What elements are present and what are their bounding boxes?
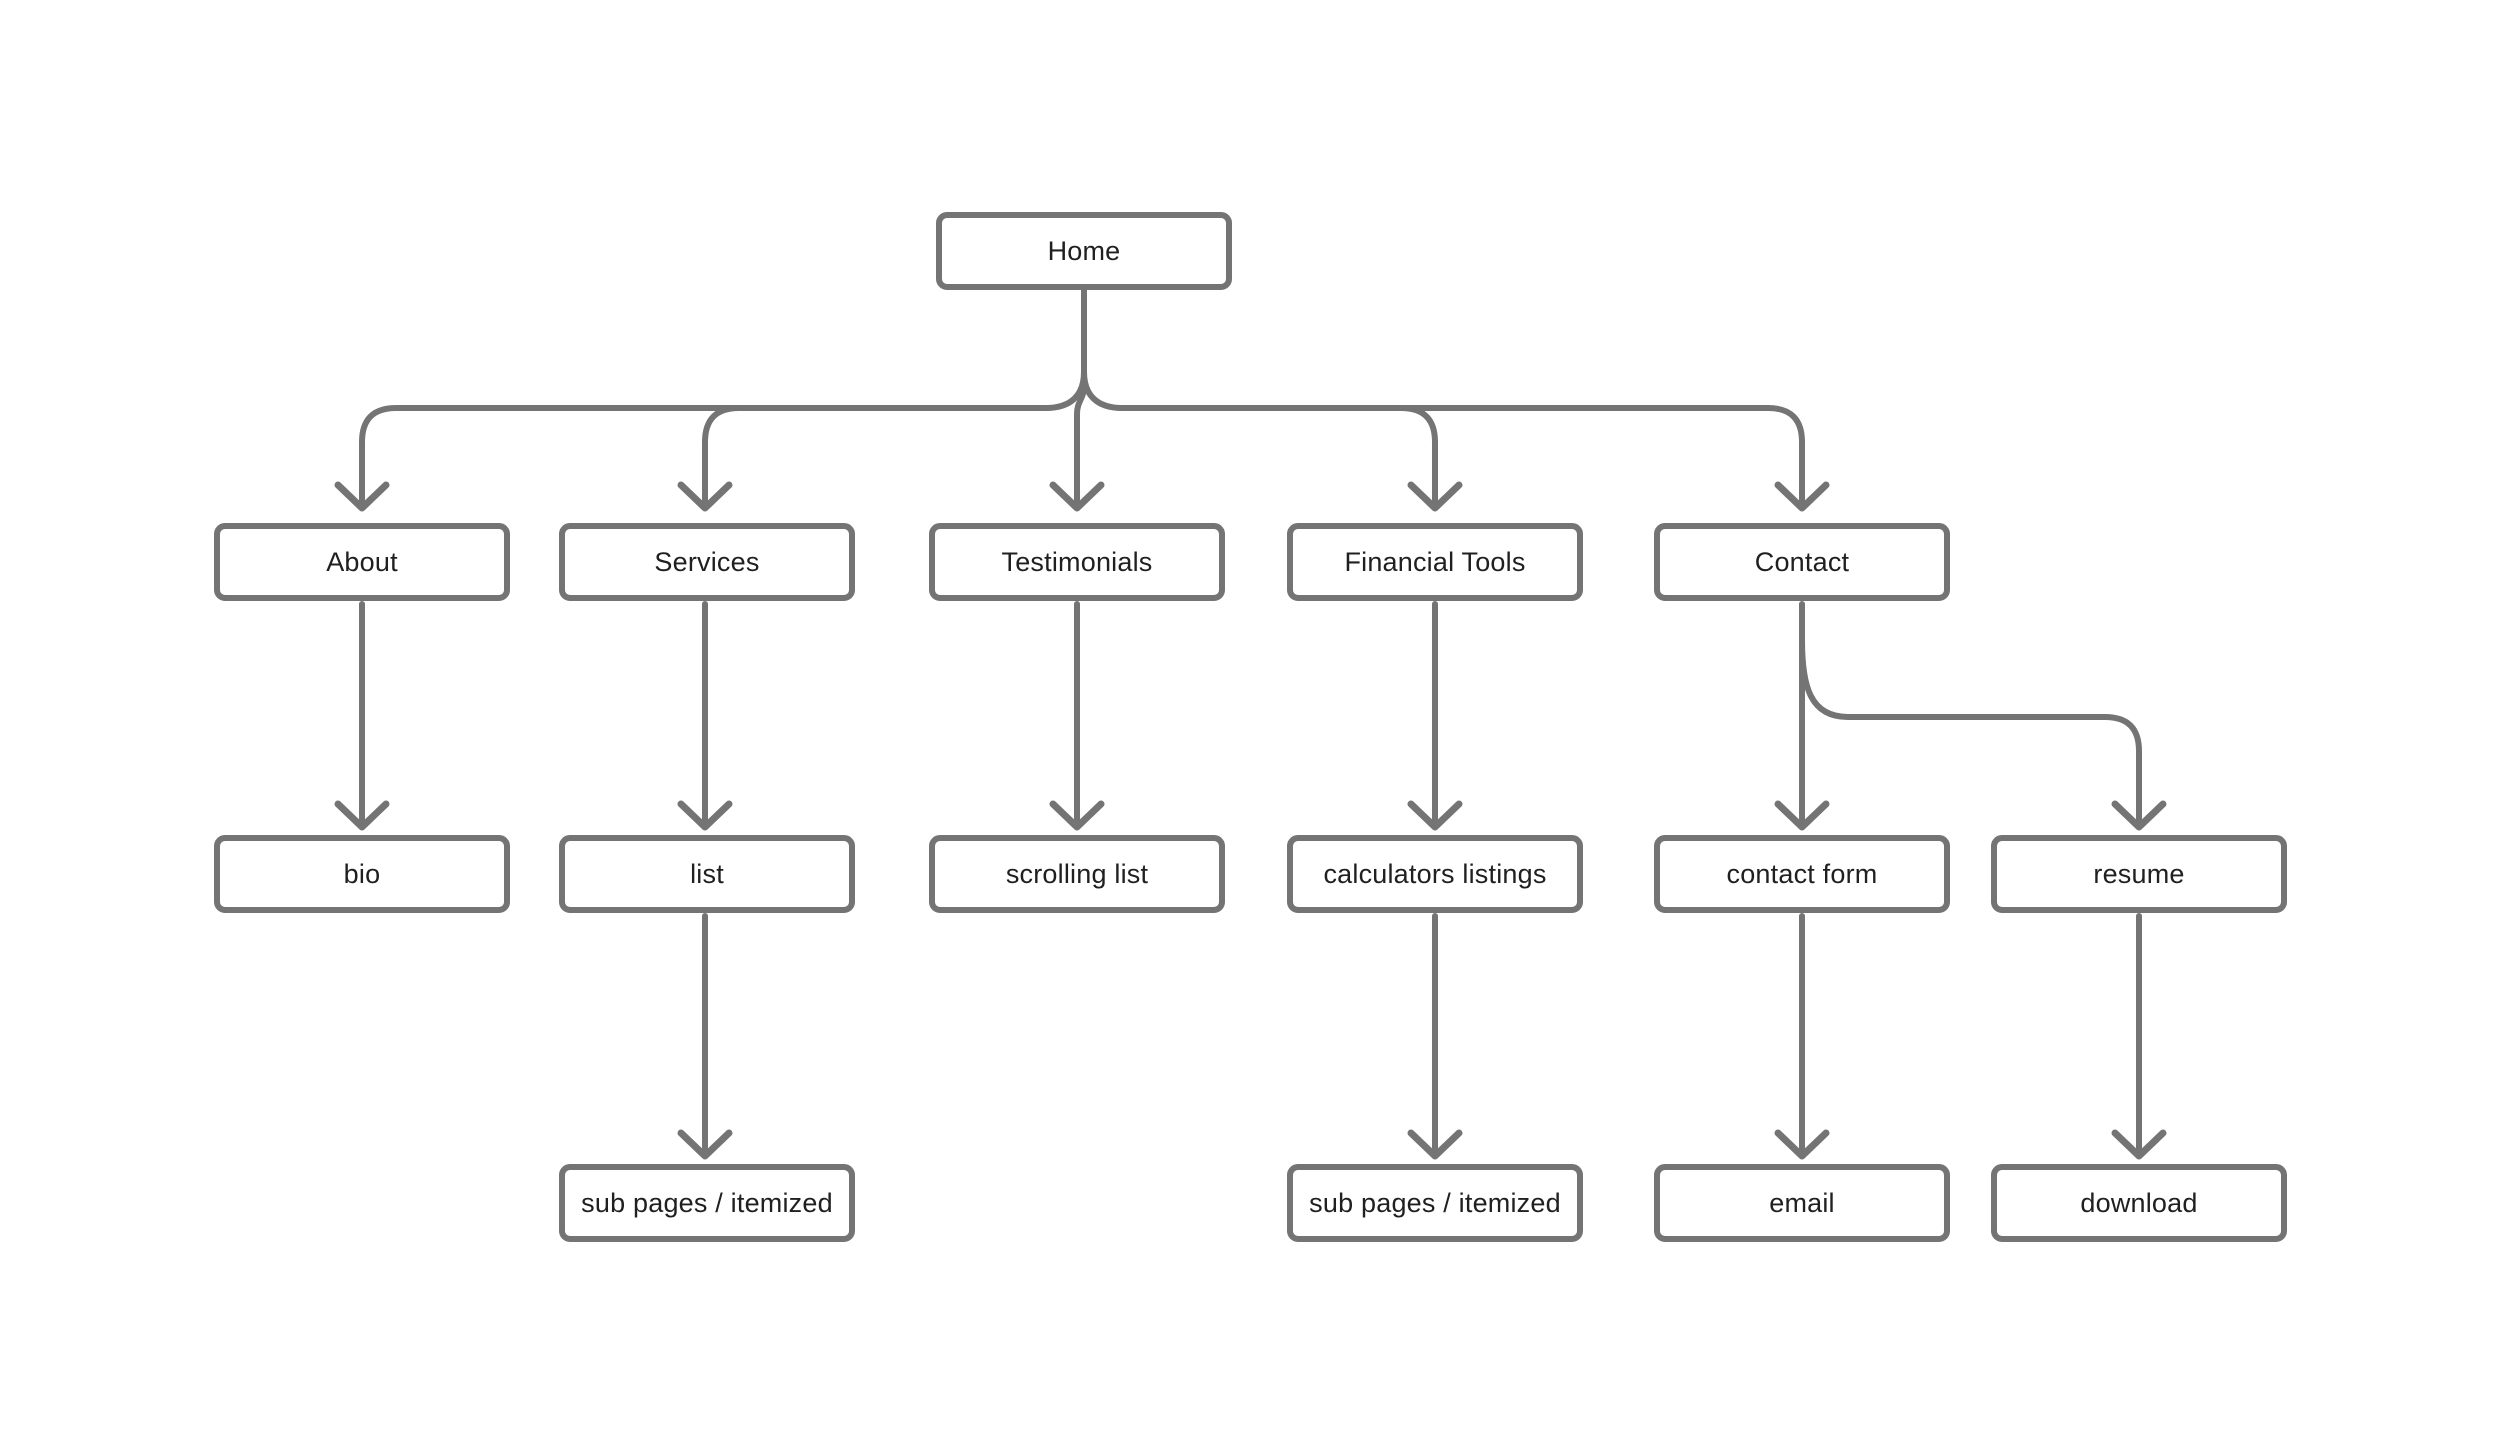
arrowhead-bio (334, 800, 390, 831)
arrowhead-download (2111, 1129, 2167, 1160)
node-download[interactable]: download (1991, 1164, 2287, 1242)
node-contact-form[interactable]: contact form (1654, 835, 1950, 913)
arrowhead-services (677, 481, 733, 512)
arrowhead-list (677, 800, 733, 831)
node-scrolling-list[interactable]: scrolling list (929, 835, 1225, 913)
arrowhead-contact-form (1774, 800, 1830, 831)
arrowhead-sub-pages-services (677, 1129, 733, 1160)
node-services[interactable]: Services (559, 523, 855, 601)
edge-home-financial-tools (1398, 405, 1438, 509)
node-contact[interactable]: Contact (1654, 523, 1950, 601)
node-list[interactable]: list (559, 835, 855, 913)
arrowhead-about (334, 481, 390, 512)
edge-home-testimonials (1074, 383, 1087, 509)
edge-home-services (702, 405, 742, 509)
node-about[interactable]: About (214, 523, 510, 601)
node-calculators-listings[interactable]: calculators listings (1287, 835, 1583, 913)
edge-home-contact (1081, 369, 1805, 509)
edge-contact-resume (1799, 637, 2142, 828)
arrowhead-scrolling-list (1049, 800, 1105, 831)
arrowhead-financial-tools (1407, 481, 1463, 512)
node-email[interactable]: email (1654, 1164, 1950, 1242)
arrowhead-calculators (1407, 800, 1463, 831)
node-financial-tools[interactable]: Financial Tools (1287, 523, 1583, 601)
arrowhead-email (1774, 1129, 1830, 1160)
arrowhead-sub-pages-financial (1407, 1129, 1463, 1160)
node-bio[interactable]: bio (214, 835, 510, 913)
node-testimonials[interactable]: Testimonials (929, 523, 1225, 601)
node-home[interactable]: Home (936, 212, 1232, 290)
node-sub-pages-itemized-services[interactable]: sub pages / itemized (559, 1164, 855, 1242)
node-sub-pages-itemized-financial[interactable]: sub pages / itemized (1287, 1164, 1583, 1242)
arrowhead-testimonials (1049, 481, 1105, 512)
arrowhead-contact (1774, 481, 1830, 512)
arrowhead-resume (2111, 800, 2167, 831)
edge-home-about (359, 369, 1087, 509)
node-resume[interactable]: resume (1991, 835, 2287, 913)
